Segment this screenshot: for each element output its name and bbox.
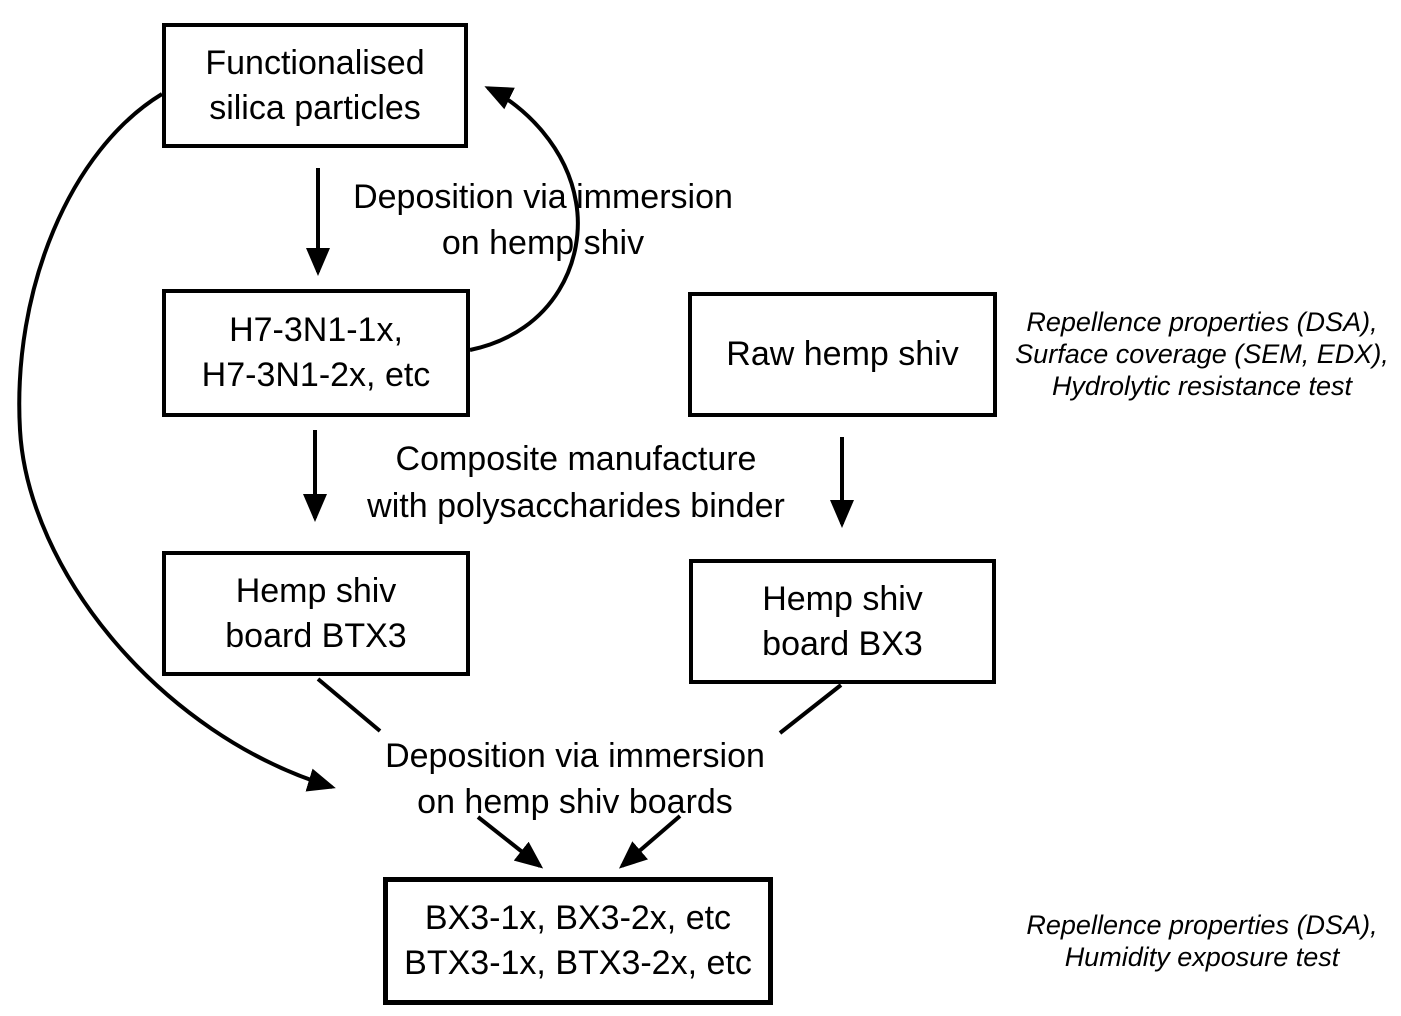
annotation-characterisation-tests-bottom: Repellence properties (DSA), Humidity ex… bbox=[1002, 909, 1401, 973]
connector-btx3-to-label bbox=[316, 677, 382, 733]
node-hemp-shiv-board-btx3: Hemp shiv board BTX3 bbox=[162, 551, 470, 676]
node-label-line: board BX3 bbox=[762, 624, 923, 663]
connector-bx3-to-label bbox=[778, 683, 843, 735]
node-final-board-samples: BX3-1x, BX3-2x, etc BTX3-1x, BTX3-2x, et… bbox=[383, 877, 773, 1005]
node-label-line: board BTX3 bbox=[225, 616, 407, 655]
node-h7-samples: H7-3N1-1x, H7-3N1-2x, etc bbox=[162, 289, 470, 417]
node-label-line: Raw hemp shiv bbox=[726, 335, 959, 373]
edge-label-line: Deposition via immersion bbox=[353, 178, 733, 216]
node-functionalised-silica-particles: Functionalised silica particles bbox=[162, 23, 468, 148]
node-label-line: BTX3-1x, BTX3-2x, etc bbox=[404, 944, 752, 982]
annotation-line: Humidity exposure test bbox=[1064, 942, 1340, 972]
node-label-line: silica particles bbox=[209, 88, 421, 127]
arrow-loop-silica-to-boards-curve bbox=[17, 92, 336, 792]
node-label-line: H7-3N1-2x, etc bbox=[201, 356, 431, 394]
node-label-line: H7-3N1-1x, bbox=[229, 311, 403, 349]
edge-label-deposition-on-boards: Deposition via immersion on hemp shiv bo… bbox=[375, 733, 775, 825]
annotation-line: Repellence properties (DSA), bbox=[1026, 307, 1378, 337]
annotation-line: Hydrolytic resistance test bbox=[1051, 371, 1353, 401]
edge-label-line: with polysaccharides binder bbox=[367, 487, 785, 525]
edge-label-line: on hemp shiv bbox=[441, 224, 645, 262]
edge-label-line: Composite manufacture bbox=[395, 440, 757, 478]
node-label-line: Hemp shiv bbox=[235, 571, 397, 610]
arrow-label-to-final-left bbox=[476, 815, 544, 869]
node-hemp-shiv-board-bx3: Hemp shiv board BX3 bbox=[689, 559, 996, 684]
edge-label-composite-manufacture: Composite manufacture with polysaccharid… bbox=[342, 436, 810, 530]
edge-label-line: on hemp shiv boards bbox=[417, 783, 733, 821]
node-label-line: Hemp shiv bbox=[762, 579, 923, 618]
annotation-characterisation-tests-top: Repellence properties (DSA), Surface cov… bbox=[1002, 306, 1401, 402]
arrow-label-to-final-right bbox=[618, 814, 682, 869]
node-label-line: BX3-1x, BX3-2x, etc bbox=[424, 899, 732, 937]
node-label-line: Functionalised bbox=[205, 43, 425, 82]
edge-label-line: Deposition via immersion bbox=[385, 737, 765, 775]
edge-label-deposition-on-hemp-shiv: Deposition via immersion on hemp shiv bbox=[333, 174, 753, 266]
arrow-loop-h7-to-silica-curve bbox=[469, 86, 580, 352]
annotation-line: Surface coverage (SEM, EDX), bbox=[1015, 339, 1389, 369]
node-raw-hemp-shiv: Raw hemp shiv bbox=[688, 292, 997, 417]
annotation-line: Repellence properties (DSA), bbox=[1026, 910, 1378, 940]
